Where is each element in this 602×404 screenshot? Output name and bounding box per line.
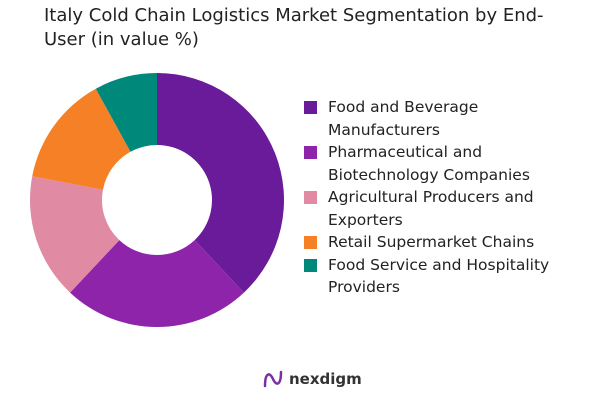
legend-item: Pharmaceutical and Biotechnology Compani…	[304, 141, 602, 186]
logo-text: nexdigm	[289, 370, 362, 388]
legend-label: Retail Supermarket Chains	[328, 233, 535, 251]
legend-item: Agricultural Producers and Exporters	[304, 186, 602, 231]
legend-item: Retail Supermarket Chains	[304, 231, 602, 254]
legend-swatch	[304, 191, 317, 204]
legend-item: Food Service and Hospitality Providers	[304, 254, 602, 299]
legend-swatch	[304, 101, 317, 114]
donut-slice	[32, 88, 131, 190]
chart-title: Italy Cold Chain Logistics Market Segmen…	[44, 5, 544, 50]
legend-swatch	[304, 258, 317, 272]
legend-label: Food and Beverage Manufacturers	[328, 98, 479, 139]
nexdigm-logo-icon	[263, 370, 283, 388]
legend-label: Agricultural Producers and Exporters	[328, 188, 534, 229]
legend-label: Pharmaceutical and Biotechnology Compani…	[328, 143, 530, 184]
donut-slice	[157, 73, 284, 293]
legend-swatch	[304, 236, 317, 249]
donut-slice	[30, 176, 120, 293]
nexdigm-logo: nexdigm	[262, 368, 362, 390]
legend-swatch	[304, 146, 317, 159]
legend-label: Food Service and Hospitality Providers	[328, 255, 550, 297]
legend-item: Food and Beverage Manufacturers	[304, 96, 602, 141]
donut-slice	[95, 73, 157, 152]
donut-slice	[70, 240, 244, 328]
